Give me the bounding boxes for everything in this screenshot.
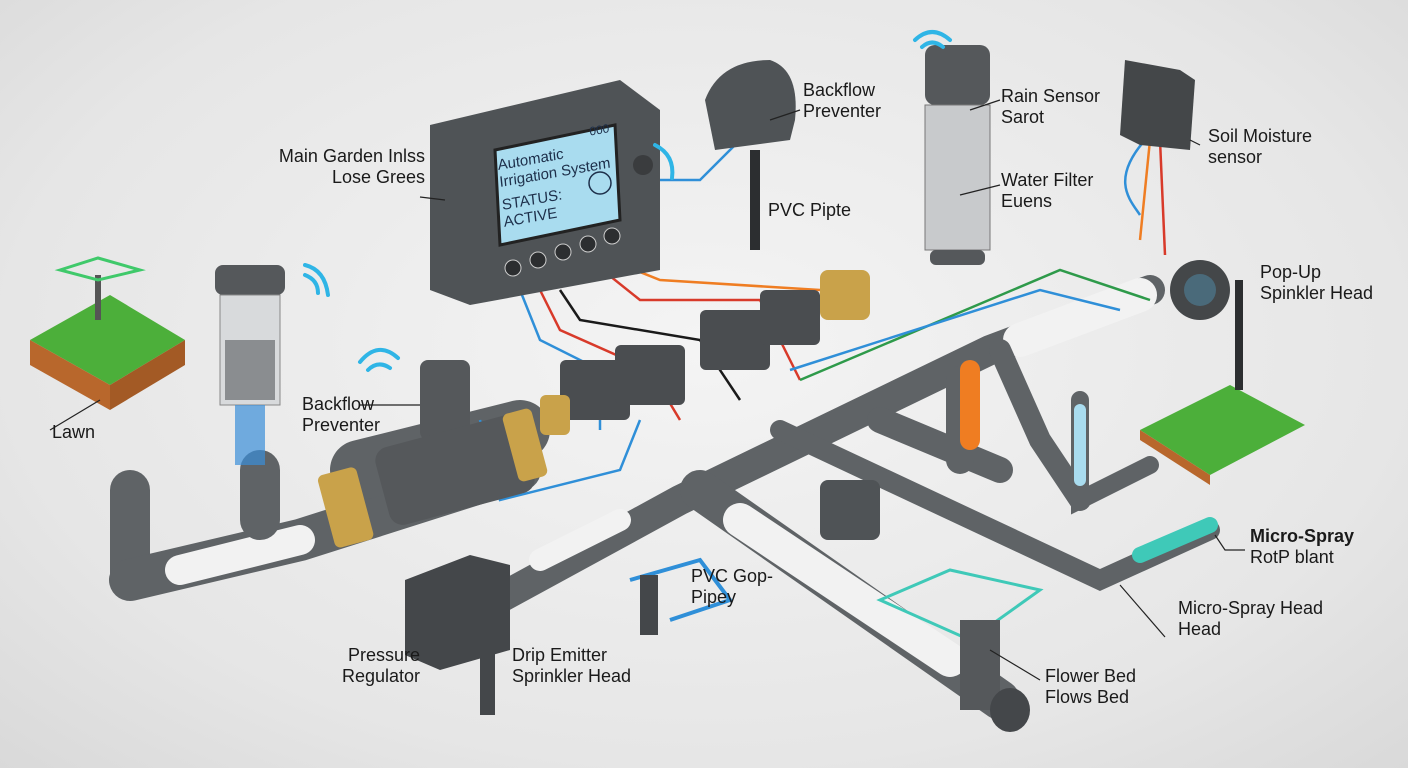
filter-canister — [215, 265, 285, 465]
popup-sprinkler — [1140, 260, 1305, 485]
backflow-top-device — [705, 60, 796, 250]
soil-moisture-box — [1120, 60, 1195, 150]
label-pvc-pipe-top: PVC Pipte — [768, 200, 852, 220]
label-lawn: Lawn — [52, 422, 96, 442]
pressure-regulator — [405, 555, 658, 715]
flower-bed-sprinkler — [820, 480, 1044, 732]
label-pvc-gop-pipe: PVC Gop-Pipey — [691, 566, 774, 607]
leader-lines — [49, 99, 1245, 681]
controller-screen: 000 Automatic Irrigation System STATUS: … — [495, 120, 620, 250]
rain-sensor-filter — [924, 45, 991, 265]
lawn-patch — [30, 256, 185, 410]
backflow-body — [317, 360, 548, 548]
wifi-icons — [303, 30, 952, 372]
solenoid-valves — [540, 270, 870, 435]
controller-box — [430, 80, 660, 305]
